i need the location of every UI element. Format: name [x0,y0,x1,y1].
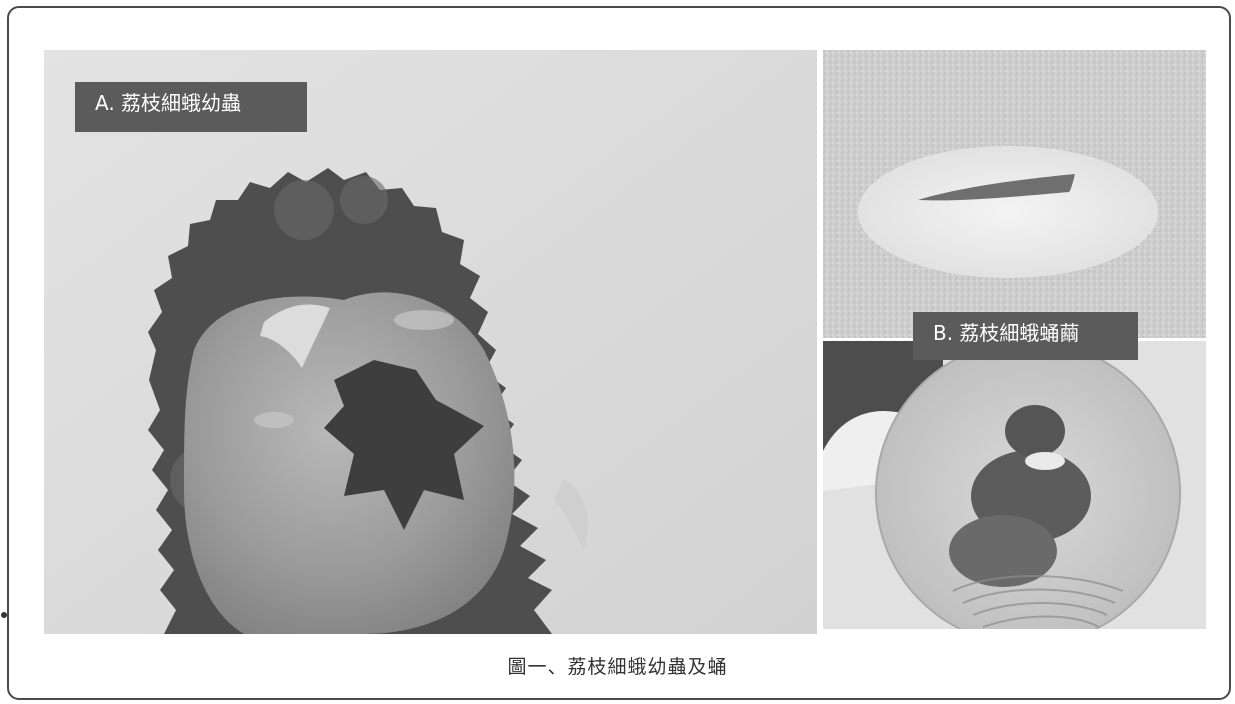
page-edge-mark [1,612,7,618]
label-a-larva: A. 荔枝細蛾幼蟲 [75,82,307,132]
figure-caption: 圖一、荔枝細蛾幼蟲及蛹 [507,656,728,678]
photo-pupa-dish [823,341,1206,629]
label-b-cocoon: B. 荔枝細蛾蛹繭 [913,312,1138,360]
photo-lychee-larva [44,50,817,634]
photo-cocoon-closeup [823,50,1206,338]
